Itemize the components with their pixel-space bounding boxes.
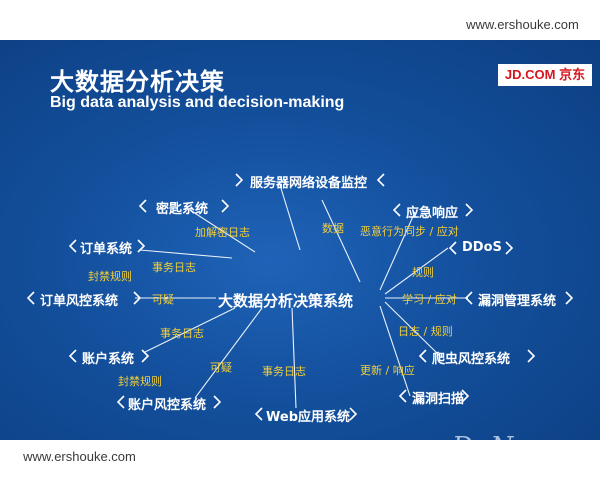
arrow-vulnscan-r [461, 389, 470, 403]
arrow-order-r [137, 239, 146, 253]
center-node: 大数据分析决策系统 [218, 292, 354, 310]
arrow-order-l [68, 239, 77, 253]
arrow-account-l [68, 349, 77, 363]
node-ddos: DDoS [462, 240, 502, 255]
slide: 大数据分析决策 Big data analysis and decision-m… [0, 40, 600, 440]
arrow-accountrisk-l [116, 395, 125, 409]
node-vuln-mgmt: 漏洞管理系统 [478, 294, 557, 309]
edge-label-learn: 学习 / 应对 [402, 293, 457, 306]
line-account-risk [194, 307, 263, 399]
brand-logo: JD.COM 京东 [498, 64, 592, 86]
arrow-vulnscan-l [398, 389, 407, 403]
edge-label-biz-log-2: 事务日志 [160, 327, 204, 340]
arrow-ddos-l [448, 241, 457, 255]
node-account-system: 账户系统 [82, 352, 135, 367]
line-server [279, 184, 301, 251]
edge-label-biz-log-1: 事务日志 [152, 261, 196, 274]
connector-lines [26, 173, 574, 421]
node-crawler-risk: 爬虫风控系统 [432, 352, 511, 367]
edge-label-encrypt-log: 加解密日志 [195, 226, 250, 239]
edge-label-malicious: 恶意行为同步 / 应对 [360, 225, 459, 238]
watermark-top: www.ershouke.com [455, 10, 590, 40]
edge-label-data: 数据 [322, 222, 344, 235]
arrow-orderrisk-r [133, 291, 142, 305]
arrow-password-r [221, 199, 230, 213]
line-vuln-scan [379, 305, 411, 397]
arrow-web-r [349, 407, 358, 421]
node-vuln-scan: 漏洞扫描 [412, 392, 465, 407]
arrow-ddos-r [505, 241, 514, 255]
edge-label-update: 更新 / 响应 [360, 364, 415, 377]
arrow-crawler-l [418, 349, 427, 363]
edge-label-log-rules: 日志 / 规则 [398, 325, 453, 338]
arrow-vulnmgmt-r [565, 291, 574, 305]
edge-label-rules-3: 封禁规则 [118, 375, 162, 388]
line-order [139, 249, 233, 259]
arrow-server-r [376, 173, 385, 187]
arrow-server [235, 173, 244, 187]
line-web [291, 307, 297, 409]
node-server-monitor: 服务器网络设备监控 [250, 176, 368, 191]
donews-watermark: DoNews [452, 432, 568, 440]
arrow-crawler-r [527, 349, 536, 363]
edge-label-biz-log-3: 事务日志 [262, 365, 306, 378]
line-ddos [384, 247, 449, 295]
node-web-system: Web应用系统 [266, 410, 350, 425]
arrow-vulnmgmt-l [464, 291, 473, 305]
watermark-bottom: www.ershouke.com [12, 442, 147, 472]
arrow-orderrisk-l [26, 291, 35, 305]
edge-label-suspicious-1: 可疑 [152, 293, 174, 306]
line-account [144, 307, 236, 353]
edge-label-suspicious-2: 可疑 [210, 361, 232, 374]
arrow-web-l [254, 407, 263, 421]
arrow-emergency-r [465, 203, 474, 217]
arrow-account-r [141, 349, 150, 363]
edge-label-rules-1: 封禁规则 [88, 270, 132, 283]
node-order-system: 订单系统 [80, 242, 133, 257]
line-password [189, 209, 256, 253]
node-password-system: 密匙系统 [156, 202, 209, 217]
line-crawler [384, 301, 441, 357]
page-subtitle: Big data analysis and decision-making [50, 94, 345, 111]
edge-label-rules-2: 规则 [412, 266, 434, 279]
page-title: 大数据分析决策 [50, 68, 225, 96]
arrow-emergency-l [392, 203, 401, 217]
node-account-risk: 账户风控系统 [128, 398, 207, 413]
node-order-risk: 订单风控系统 [40, 294, 119, 309]
line-data [321, 199, 361, 283]
arrow-password-l [138, 199, 147, 213]
arrow-accountrisk-r [213, 395, 222, 409]
line-emergency [379, 211, 416, 291]
node-emergency: 应急响应 [406, 206, 459, 221]
